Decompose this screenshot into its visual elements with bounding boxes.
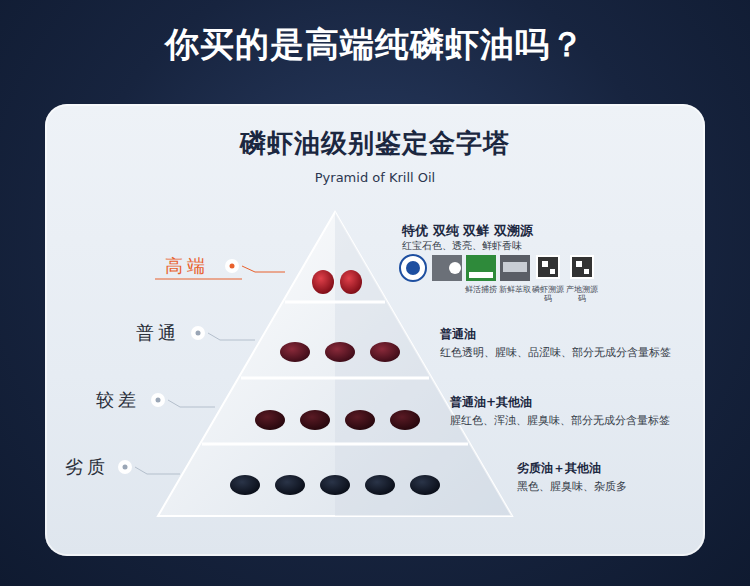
tier-heading: 普通油 <box>440 326 476 343</box>
pyramid-panel: 磷虾油级别鉴定金字塔 Pyramid of Krill Oil 高端普通较差劣质 特优… <box>45 104 705 556</box>
logo-caption: 鲜活捕捞 <box>464 285 498 294</box>
tier-label: 较差 <box>96 388 140 412</box>
logo-caption: 磷虾溯源码 <box>531 285 565 303</box>
tier-heading: 普通油+其他油 <box>450 394 532 411</box>
page-title: 你买的是高端纯磷虾油吗？ <box>0 22 750 68</box>
logo-caption: 产地溯源码 <box>565 285 599 303</box>
panel-subtitle: Pyramid of Krill Oil <box>45 170 705 185</box>
tier-heading: 特优 双纯 双鲜 双溯源 <box>402 222 533 240</box>
tier-description: 腥红色、浑浊、腥臭味、部分无成分含量标签 <box>450 413 670 428</box>
tier-label: 劣质 <box>65 455 109 479</box>
panel-heading: 磷虾油级别鉴定金字塔 <box>45 126 705 161</box>
tier-heading: 劣质油＋其他油 <box>517 460 601 477</box>
tier-label: 普通 <box>136 321 180 345</box>
logo-caption: 新鲜萃取 <box>498 285 532 294</box>
tier-description: 红宝石色、透亮、鲜虾香味 <box>402 239 522 253</box>
tier-description: 黑色、腥臭味、杂质多 <box>517 479 627 494</box>
tier-description: 红色透明、腥味、品涩味、部分无成分含量标签 <box>440 345 671 360</box>
tier-label: 高端 <box>165 254 209 278</box>
